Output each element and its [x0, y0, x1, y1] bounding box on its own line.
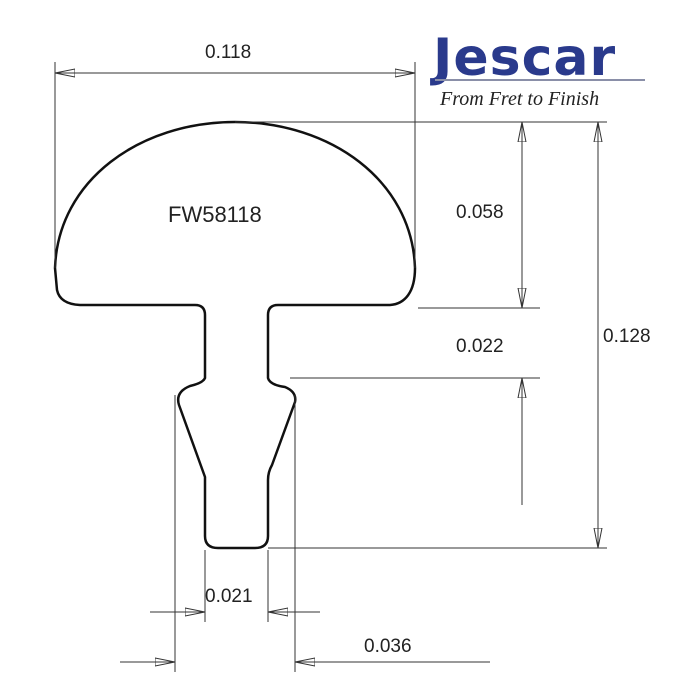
crown-height-label: 0.058 — [456, 202, 504, 223]
logo-tagline: From Fret to Finish — [439, 88, 599, 110]
barb-offset-label: 0.022 — [456, 336, 504, 357]
total-height-label: 0.128 — [603, 326, 651, 347]
tang-width-label: 0.021 — [205, 586, 253, 607]
fret-profile — [53, 120, 417, 550]
logo-brand: Jescar — [430, 28, 616, 88]
crown-width-label: 0.118 — [205, 42, 251, 63]
dimension-lines — [54, 62, 607, 672]
barb-width-label: 0.036 — [364, 636, 412, 657]
jescar-logo: Jescar From Fret to Finish — [430, 28, 645, 110]
model-label: FW58118 — [168, 202, 262, 227]
